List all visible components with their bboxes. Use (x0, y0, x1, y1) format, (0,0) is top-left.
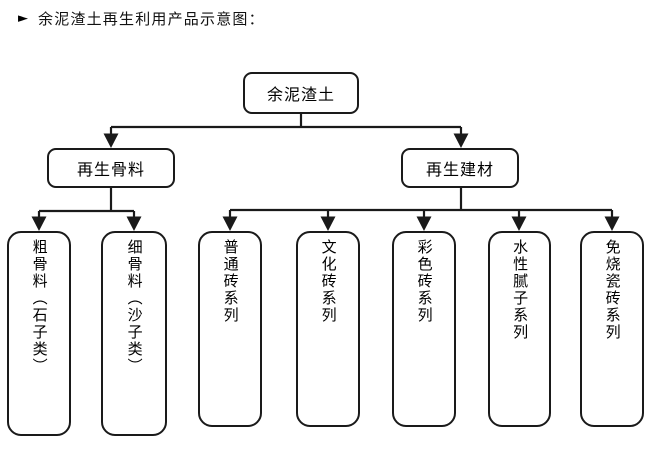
node-fine-aggregate[interactable]: 细骨料（沙子类） (101, 231, 167, 436)
node-coarse-aggregate-label: 粗骨料（石子类） (30, 239, 49, 375)
node-recycled-building-material[interactable]: 再生建材 (401, 148, 519, 188)
node-ordinary-brick-series-label: 普通砖系列 (221, 239, 240, 324)
node-recycled-aggregate-label: 再生骨料 (76, 160, 145, 179)
node-fine-aggregate-label: 细骨料（沙子类） (125, 239, 144, 375)
node-ordinary-brick-series[interactable]: 普通砖系列 (198, 231, 262, 427)
page-title: 余泥渣土再生利用产品示意图： (38, 10, 265, 28)
node-water-based-putty-series-label: 水性腻子系列 (511, 239, 530, 341)
node-root[interactable]: 余泥渣土 (243, 72, 359, 114)
node-coarse-aggregate[interactable]: 粗骨料（石子类） (7, 231, 71, 436)
node-unfired-ceramic-tile-series[interactable]: 免烧瓷砖系列 (580, 231, 644, 427)
node-colored-brick-series[interactable]: 彩色砖系列 (392, 231, 456, 427)
node-recycled-building-material-label: 再生建材 (425, 160, 494, 179)
node-recycled-aggregate[interactable]: 再生骨料 (47, 148, 175, 188)
node-colored-brick-series-label: 彩色砖系列 (415, 239, 434, 324)
triangle-bullet-icon: ► (18, 11, 28, 26)
page-heading: ► 余泥渣土再生利用产品示意图： (18, 8, 265, 29)
node-unfired-ceramic-tile-series-label: 免烧瓷砖系列 (603, 239, 622, 341)
node-culture-brick-series-label: 文化砖系列 (319, 239, 338, 324)
node-water-based-putty-series[interactable]: 水性腻子系列 (488, 231, 551, 427)
node-culture-brick-series[interactable]: 文化砖系列 (296, 231, 360, 427)
node-root-label: 余泥渣土 (266, 85, 335, 104)
